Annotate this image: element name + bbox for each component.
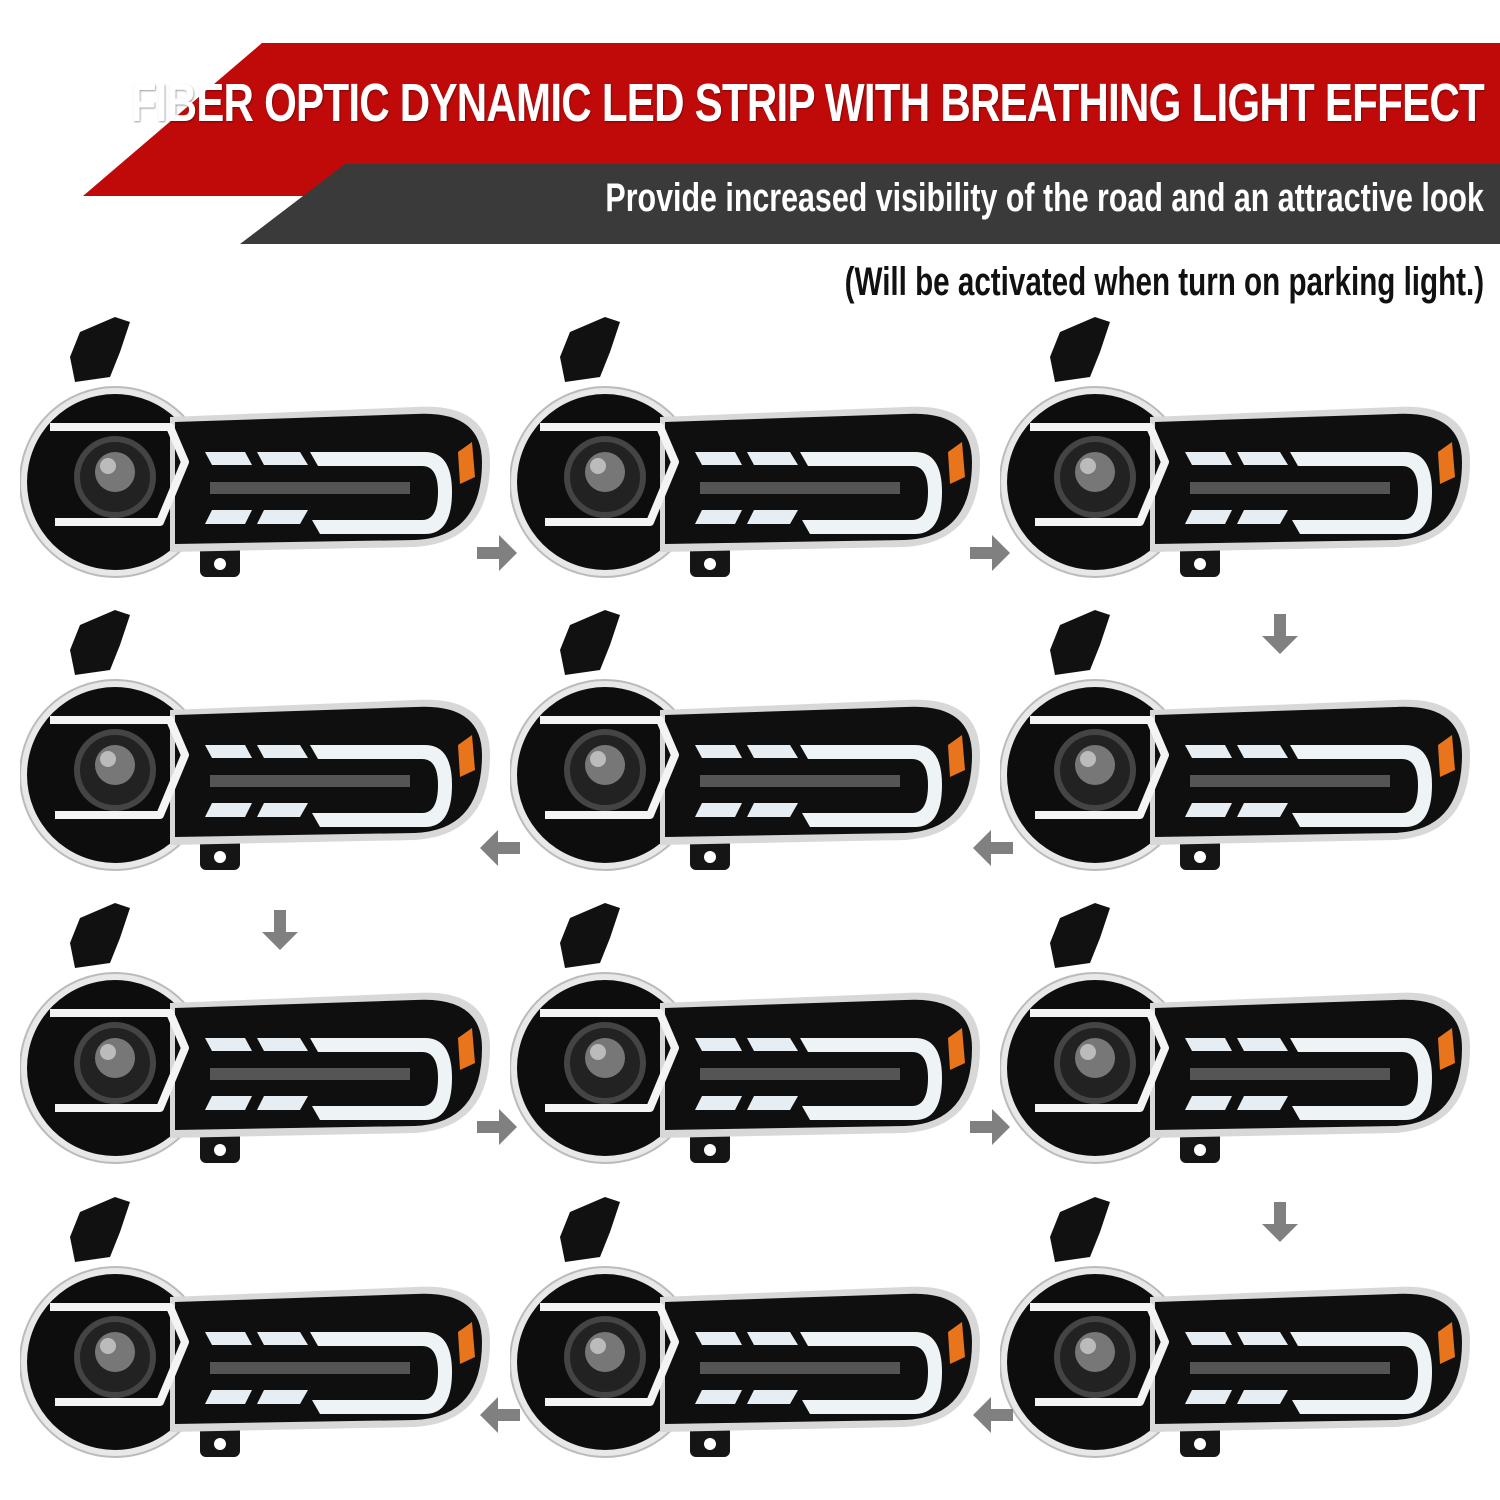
arrow-left-icon [480, 1397, 520, 1433]
arrow-left-icon [480, 830, 520, 866]
page-title: FIBER OPTIC DYNAMIC LED STRIP WITH BREAT… [130, 73, 1485, 133]
arrow-right-icon [970, 535, 1010, 571]
headlight-frame-4 [1000, 605, 1480, 885]
arrow-right-icon [970, 1109, 1010, 1145]
arrow-right-icon [477, 1109, 517, 1145]
headlight-frame-11 [510, 1192, 990, 1472]
headlight-frame-1 [20, 312, 500, 592]
arrow-down-icon [1262, 614, 1298, 654]
header-banner [83, 43, 1500, 244]
headlight-frame-5 [510, 605, 990, 885]
headlight-frame-6 [20, 605, 500, 885]
headlight-frame-3 [1000, 312, 1480, 592]
headlight-frame-8 [510, 898, 990, 1178]
headlight-frame-9 [1000, 898, 1480, 1178]
headlight-frame-12 [20, 1192, 500, 1472]
subtitle: Provide increased visibility of the road… [605, 176, 1484, 220]
arrow-right-icon [477, 535, 517, 571]
arrow-left-icon [973, 1397, 1013, 1433]
arrow-left-icon [973, 830, 1013, 866]
headlight-frame-10 [1000, 1192, 1480, 1472]
headlight-frame-2 [510, 312, 990, 592]
arrow-down-icon [262, 910, 298, 950]
arrow-down-icon [1262, 1202, 1298, 1242]
activation-note: (Will be activated when turn on parking … [844, 260, 1484, 304]
